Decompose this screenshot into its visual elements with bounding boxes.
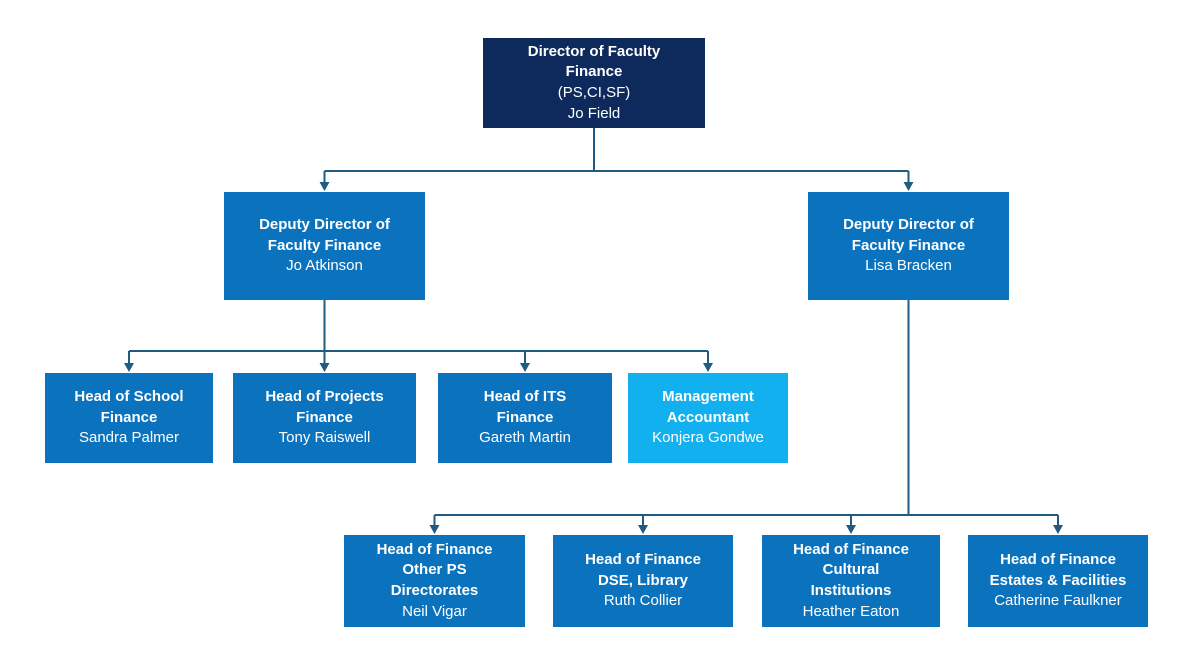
org-node-cultural-institutions: Head of Finance Cultural Institutions He… — [762, 535, 940, 627]
node-title: Head of School Finance — [74, 387, 184, 426]
org-node-deputy-right: Deputy Director of Faculty Finance Lisa … — [808, 192, 1009, 300]
node-title: Head of Projects Finance — [265, 387, 384, 426]
node-title: Head of ITS Finance — [483, 387, 567, 426]
org-node-director: Director of Faculty Finance (PS,CI,SF) J… — [483, 38, 705, 128]
node-person-name: Heather Eaton — [802, 602, 900, 620]
org-node-school-finance: Head of School Finance Sandra Palmer — [45, 373, 213, 463]
node-title: Head of Finance Cultural Institutions — [793, 540, 909, 599]
node-person-name: Gareth Martin — [479, 429, 571, 447]
org-node-management-accountant: Management Accountant Konjera Gondwe — [628, 373, 788, 463]
node-title: Director of Faculty Finance — [527, 42, 661, 81]
node-title: Head of Finance Estates & Facilities — [989, 550, 1127, 589]
org-node-its-finance: Head of ITS Finance Gareth Martin — [438, 373, 612, 463]
node-person-name: Lisa Bracken — [865, 257, 952, 275]
node-person-name: Konjera Gondwe — [652, 429, 764, 447]
org-node-dse-library: Head of Finance DSE, Library Ruth Collie… — [553, 535, 733, 627]
org-node-other-ps-directorates: Head of Finance Other PS Directorates Ne… — [344, 535, 525, 627]
node-person-name: Sandra Palmer — [78, 429, 180, 447]
node-person-name: Jo Atkinson — [286, 257, 363, 275]
node-title: Deputy Director of Faculty Finance — [259, 215, 390, 254]
node-person-name: Ruth Collier — [603, 592, 683, 610]
node-person-name: Jo Field — [567, 104, 621, 122]
org-node-projects-finance: Head of Projects Finance Tony Raiswell — [233, 373, 416, 463]
node-title: Head of Finance Other PS Directorates — [376, 540, 493, 599]
edge-group-director — [319, 128, 914, 191]
node-title: Deputy Director of Faculty Finance — [843, 215, 974, 254]
node-title: Head of Finance DSE, Library — [585, 550, 701, 589]
node-subtitle: (PS,CI,SF) — [557, 84, 631, 101]
node-title: Management Accountant — [662, 387, 754, 426]
edge-group-deputy-left — [124, 300, 713, 372]
edge-group-deputy-right — [429, 300, 1063, 534]
node-person-name: Neil Vigar — [402, 602, 467, 620]
org-node-deputy-left: Deputy Director of Faculty Finance Jo At… — [224, 192, 425, 300]
node-person-name: Catherine Faulkner — [994, 592, 1122, 610]
node-person-name: Tony Raiswell — [278, 429, 371, 447]
org-node-estates-facilities: Head of Finance Estates & Facilities Cat… — [968, 535, 1148, 627]
